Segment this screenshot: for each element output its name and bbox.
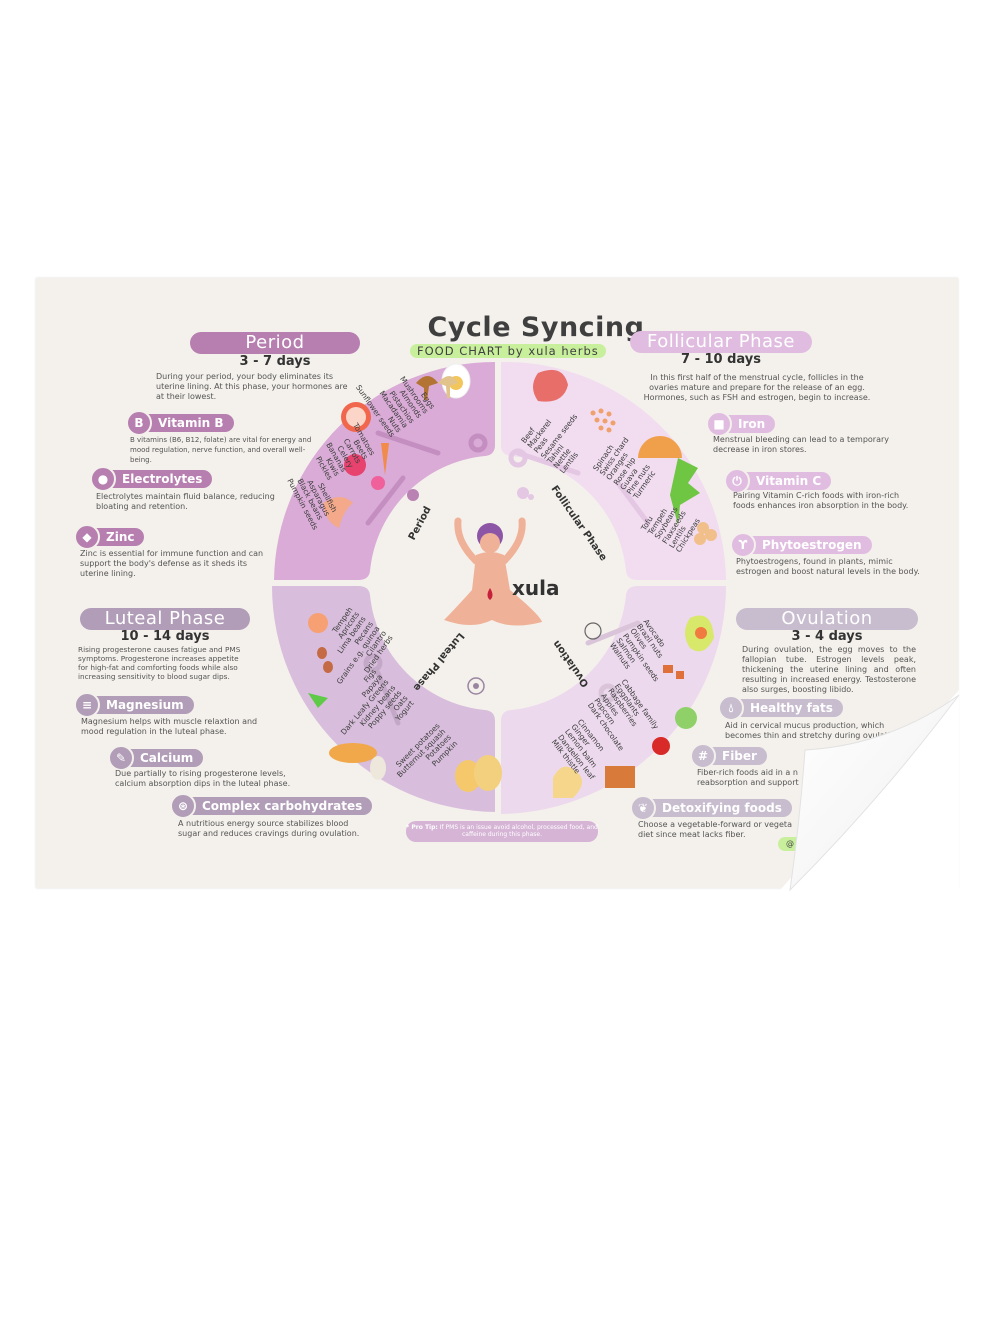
nutrient-healthy-fats: 💧︎Healthy fats [718,695,843,721]
period-description: During your period, your body eliminates… [156,372,348,401]
phytoestrogen-description: Phytoestrogens, found in plants, mimic e… [736,557,920,576]
pro-tip: * Pro Tip: If PMS is an issue avoid alco… [406,821,598,842]
sprout-icon: ϒ [730,532,756,558]
power-icon: ⏻ [724,468,750,494]
center-figure [444,517,542,626]
letter-b-icon: B [126,410,152,436]
page-title: Cycle Syncing [427,312,645,343]
nutrient-zinc: ◆Zinc [74,524,145,550]
nutrient-calcium: ✎Calcium [108,745,204,771]
calcium-description: Due partially to rising progesterone lev… [115,769,291,788]
nutrient-electrolytes: ●Electrolytes [90,466,213,492]
detoxifying-foods-description: Choose a vegetable-forward or vegeta die… [638,820,792,839]
stripes-icon: ≡ [74,692,100,718]
xula-logo: xula [512,576,560,600]
iron-description: Menstrual bleeding can lead to a tempora… [713,435,890,454]
diamond-icon: ◆ [74,524,100,550]
fiber-icon: # [690,743,716,769]
follicular-description-text: In this first half of the menstrual cycl… [643,373,871,402]
subtitle: FOOD CHART by xula herbs [410,344,606,358]
nutrient-iron: ■Iron [706,411,776,437]
cycle-wheel [272,361,726,814]
follicular-heading: Follicular Phase [630,331,812,353]
magnesium-description: Magnesium helps with muscle relaxtion an… [81,717,258,736]
poster: Cycle Syncing FOOD CHART by xula herbs x… [36,278,958,888]
bone-icon: ✎ [108,745,134,771]
nutrient-fiber: #Fiber [690,743,767,769]
food-illustrations [308,363,717,798]
electrolytes-description: Electrolytes maintain fluid balance, red… [96,492,275,511]
complex-carbohydrates-description: A nutritious energy source stabilizes bl… [178,819,360,838]
follicular-days: 7 - 10 days [681,352,761,367]
leaf-icon: ❦ [630,795,656,821]
nutrient-magnesium: ≡Magnesium [74,692,194,718]
nutrient-detoxifying-foods: ❦Detoxifying foods [630,795,792,821]
vitamin-c-description: Pairing Vitamin C-rich foods with iron-r… [733,491,909,510]
cube-icon: ■ [706,411,732,437]
zinc-description: Zinc is essential for immune function an… [80,549,264,578]
rings-icon: ⊛ [170,793,196,819]
luteal-ring [272,586,495,812]
nutrient-complex-carbohydrates: ⊛Complex carbohydrates [170,793,373,819]
ovulation-heading: Ovulation [736,608,918,630]
vitamin-b-description: B vitamins (B6, B12, folate) are vital f… [130,436,312,464]
luteal-heading: Luteal Phase [80,608,250,630]
follicular-ring [501,361,726,580]
fiber-description: Fiber-rich foods aid in a n reabsorption… [697,768,799,787]
bubbles-icon: ● [90,466,116,492]
nutrient-vitamin-c: ⏻Vitamin C [724,468,832,494]
healthy-fats-description: Aid in cervical mucus production, which … [725,721,901,740]
ovulation-description: During ovulation, the egg moves to the f… [742,645,916,694]
ovulation-days: 3 - 4 days [791,629,863,644]
luteal-description: Rising progesterone causes fatigue and P… [78,645,241,681]
drop-icon: 💧︎ [718,695,744,721]
period-days: 3 - 7 days [239,354,311,369]
luteal-days: 10 - 14 days [120,629,210,644]
period-heading: Period [190,332,360,354]
